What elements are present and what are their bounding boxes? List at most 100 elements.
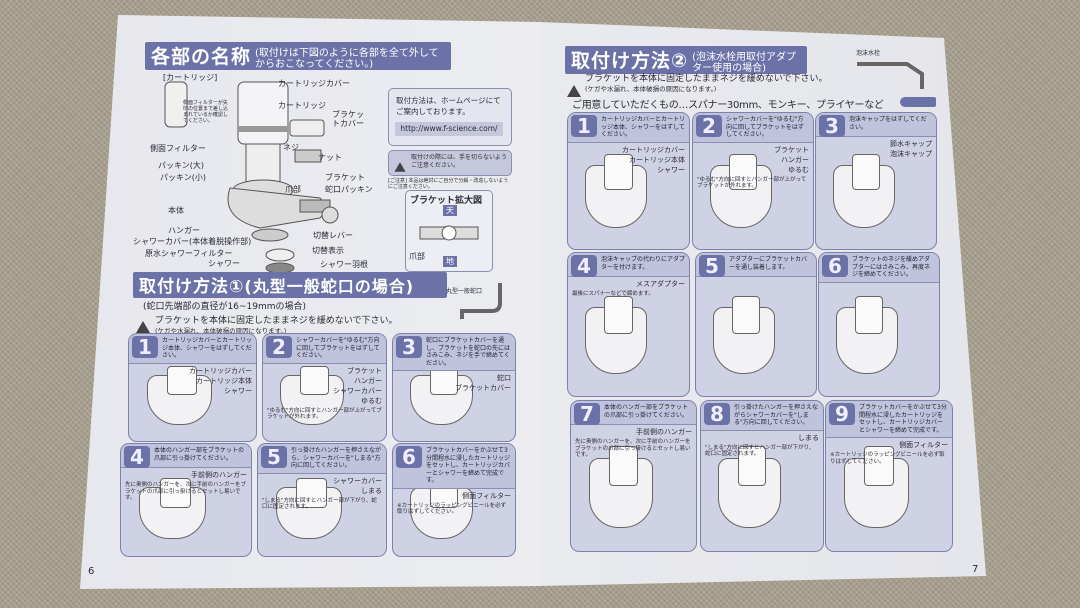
step-callout: ブラケット bbox=[774, 145, 809, 154]
step-number: 9 bbox=[829, 403, 855, 425]
step-instruction: 蛇口にブラケットカバーを通し、ブラケットを蛇口の先にはさみこみ、ネジを手で締めて… bbox=[426, 337, 511, 367]
part-label: カートリッジ bbox=[278, 101, 326, 110]
step-callout: カートリッジカバー bbox=[189, 366, 252, 375]
info-text: 取付方法は、ホームページにてご案内しております。 bbox=[396, 96, 501, 116]
part-label: 本体 bbox=[168, 206, 184, 215]
step-callout: ブラケット bbox=[347, 366, 382, 375]
step-instruction: ブラケットのネジを緩めアダプターにはさみこみ、再度ネジを締めてください。 bbox=[852, 256, 931, 278]
step-callout: メスアダプター bbox=[636, 280, 685, 288]
step-instruction: シャワーカバーを"ゆるむ"方向に回してブラケットをはずしてください。 bbox=[296, 337, 380, 359]
step-panel-3: 3 泡沫キャップをはずしてください。節水キャップ泡沫キャップ bbox=[815, 112, 937, 250]
parts-subtitle: (取付けは下図のように各部を全て外してからおこなってください。) bbox=[255, 47, 439, 70]
step-callout: ゆるむ bbox=[361, 396, 382, 405]
step-callout: 先に奥側のハンガーを、次に手前のハンガーをブラケットの爪部に引っ掛けるとセットし… bbox=[125, 482, 247, 501]
step-number: 3 bbox=[396, 336, 422, 358]
caution-text: 取付けの際には、手を切らないようご注意ください。 bbox=[411, 154, 507, 169]
step-instruction: 泡沫キャップをはずしてください。 bbox=[849, 116, 927, 131]
step-illustration-part bbox=[608, 446, 638, 486]
step-callout: 節水キャップ bbox=[890, 140, 932, 148]
step-instruction: 引っ掛けたハンガーを押さえながらシャワーカバーを"しまる"方向に回してください。 bbox=[734, 404, 819, 426]
step-illustration bbox=[410, 374, 474, 425]
warning-icon bbox=[567, 84, 581, 97]
method1-subtitle: (丸型一般蛇口の場合) bbox=[244, 277, 415, 296]
step-body: 手前側のハンガー先に奥側のハンガーを、次に手前のハンガーをブラケットの爪部に引っ… bbox=[571, 425, 696, 461]
step-callout: 側面フィルター bbox=[899, 441, 948, 449]
step-callout: 手前側のハンガー bbox=[636, 428, 692, 436]
method1-condition: (蛇口先端部の直径が16~19mmの場合) bbox=[143, 302, 307, 312]
step-illustration-part bbox=[855, 295, 884, 334]
product-diagram bbox=[164, 81, 339, 274]
part-label: シャワーカバー(本体着脱操作部) bbox=[133, 237, 252, 246]
step-number: 7 bbox=[574, 403, 600, 425]
step-body: カートリッジカバーカートリッジ本体シャワー bbox=[568, 143, 689, 177]
step-callout: シャワーカバー bbox=[333, 476, 382, 485]
step-instruction: 本体のハンガー部をブラケットの爪部に引っ掛けてください。 bbox=[604, 404, 689, 419]
step-panel-4: 4 本体のハンガー部をブラケットの爪部に引っ掛けてください。手前側のハンガー先に奥… bbox=[120, 443, 252, 557]
step-body: 側面フィルター ※カートリッジのラッピングビニールを必ず取りはずしてください。 bbox=[393, 489, 515, 518]
method2-warning: ブラケットを本体に固定したままネジを緩めないで下さい。 bbox=[585, 74, 828, 84]
step-number: 6 bbox=[396, 446, 422, 468]
step-callout: ゆるむ bbox=[788, 165, 809, 174]
part-label: ネジ bbox=[283, 143, 299, 152]
step-instruction: カートリッジカバーとカートリッジ本体、シャワーをはずしてください。 bbox=[162, 337, 253, 359]
step-header: 3 泡沫キャップをはずしてください。 bbox=[816, 113, 936, 137]
round-faucet-label: 丸型一般蛇口 bbox=[446, 288, 483, 295]
step-callout: カートリッジ本体 bbox=[196, 376, 252, 385]
step-callout: しまる bbox=[361, 486, 382, 495]
method1-title: 取付け方法① bbox=[139, 277, 245, 297]
step-number: 6 bbox=[822, 255, 848, 277]
part-label: パッキン(大) bbox=[158, 161, 205, 170]
part-label: ブラケットカバー bbox=[332, 110, 364, 128]
step-callout: 手前側のハンガー bbox=[191, 471, 247, 479]
step-callout: "ゆるむ"方向に回すとハンガー部が上がってブラケットが外れます。 bbox=[697, 176, 807, 190]
step-body bbox=[696, 277, 816, 281]
part-label: 蛇口パッキン bbox=[325, 185, 373, 194]
step-number: 5 bbox=[699, 255, 725, 277]
step-illustration-part bbox=[299, 366, 329, 395]
step-body: カートリッジカバーカートリッジ本体シャワー bbox=[129, 364, 256, 398]
warning-icon bbox=[136, 320, 150, 333]
part-label: ブラケット bbox=[325, 173, 365, 182]
step-number: 1 bbox=[132, 336, 158, 358]
method2-title-band: 取付け方法②(泡沫水栓用取付アダプター使用の場合) bbox=[565, 46, 807, 74]
step-callout: "しまる"方向に回すとハンガー部が下がり、蛇口に固定されます。 bbox=[262, 497, 377, 511]
step-body: しまる"しまる"方向に回すとハンガー部が下がり、蛇口に固定されます。 bbox=[701, 431, 823, 460]
step-callout: 側面フィルター bbox=[462, 491, 511, 500]
top-arrow-label: 天 bbox=[443, 205, 457, 216]
step-callout: 泡沫キャップ bbox=[890, 150, 932, 158]
step-instruction: 本体のハンガー部をブラケットの爪部に引っ掛けてください。 bbox=[154, 447, 245, 462]
parts-title-band: 各部の名称(取付けは下図のように各部を全て外してからおこなってください。) bbox=[145, 42, 451, 70]
website-link[interactable]: http://www.f-science.com/ bbox=[395, 122, 503, 136]
step-number: 4 bbox=[124, 446, 150, 468]
step-number: 4 bbox=[571, 255, 597, 277]
step-body: ブラケットハンガーゆるむ"ゆるむ"方向に回すとハンガー部が上がってブラケットが外… bbox=[693, 143, 813, 192]
step-number: 3 bbox=[819, 115, 845, 137]
step-callout: しまる bbox=[798, 433, 819, 442]
claw-label: 爪部 bbox=[409, 252, 425, 261]
method2-title: 取付け方法② bbox=[571, 50, 689, 72]
step-instruction: 泡沫キャップの代わりにアダプターを付けます。 bbox=[601, 256, 686, 271]
step-instruction: ブラケットカバーをかぶせて3分間程水に浸したカートリッジをセットし、カートリッジ… bbox=[859, 404, 947, 434]
part-label: シャワー bbox=[208, 259, 240, 268]
step-callout: ※カートリッジのラッピングビニールを必ず取りはずしてください。 bbox=[397, 502, 507, 516]
step-callout: シャワー bbox=[224, 386, 252, 395]
step-header: 4 本体のハンガー部をブラケットの爪部に引っ掛けてください。 bbox=[121, 444, 251, 468]
page-number: 6 bbox=[88, 566, 95, 577]
info-box: 取付方法は、ホームページにてご案内しております。 http://www.f-sc… bbox=[388, 88, 512, 146]
step-callout: シャワーカバー bbox=[333, 386, 382, 395]
